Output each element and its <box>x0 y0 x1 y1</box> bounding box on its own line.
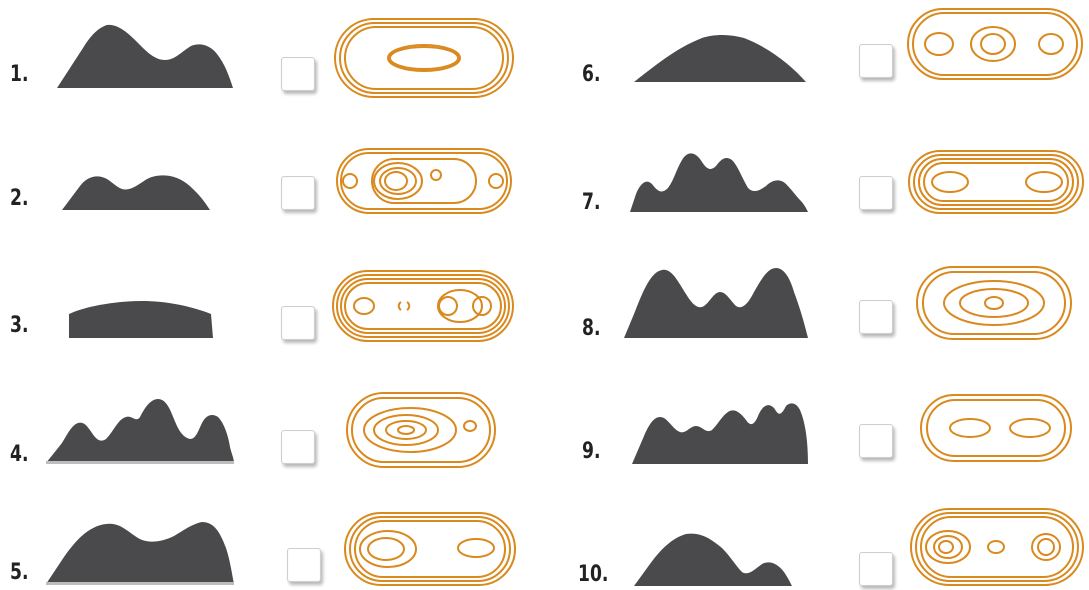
topographic-map-icon <box>332 16 516 100</box>
item-number: 8. <box>582 318 600 340</box>
topographic-map-icon <box>905 6 1085 82</box>
topographic-map-icon <box>918 392 1074 464</box>
topographic-map-icon <box>342 510 518 588</box>
topographic-map-icon <box>906 148 1086 216</box>
topographic-map-icon <box>330 268 516 344</box>
mountain-profile-icon <box>622 266 810 340</box>
mountain-profile-icon <box>632 530 794 588</box>
item-number: 3. <box>10 315 28 337</box>
item-number: 5. <box>10 562 28 584</box>
mountain-profile-icon <box>55 20 235 92</box>
topographic-map-icon <box>908 506 1086 588</box>
answer-checkbox[interactable] <box>281 306 315 340</box>
mountain-profile-icon <box>44 395 236 467</box>
item-number: 6. <box>582 64 600 86</box>
mountain-profile-icon <box>632 30 808 84</box>
item-number: 10. <box>578 564 608 586</box>
answer-checkbox[interactable] <box>281 176 315 210</box>
answer-checkbox[interactable] <box>287 548 321 582</box>
answer-checkbox[interactable] <box>281 57 315 91</box>
item-number: 4. <box>10 444 28 466</box>
topographic-map-icon <box>344 390 498 470</box>
mountain-profile-icon <box>60 172 212 212</box>
item-number: 9. <box>582 441 600 463</box>
answer-checkbox[interactable] <box>859 424 893 458</box>
mountain-profile-icon <box>628 148 810 214</box>
answer-checkbox[interactable] <box>281 430 315 464</box>
item-number: 7. <box>582 192 600 214</box>
answer-checkbox[interactable] <box>859 44 893 78</box>
mountain-profile-icon <box>66 296 216 340</box>
topographic-map-icon <box>914 264 1074 342</box>
topographic-map-icon <box>334 146 514 216</box>
mountain-profile-icon <box>630 400 810 466</box>
answer-checkbox[interactable] <box>859 300 893 334</box>
mountain-profile-icon <box>44 518 236 586</box>
item-number: 2. <box>10 188 28 210</box>
item-number: 1. <box>10 64 28 86</box>
answer-checkbox[interactable] <box>859 552 893 586</box>
answer-checkbox[interactable] <box>859 176 893 210</box>
